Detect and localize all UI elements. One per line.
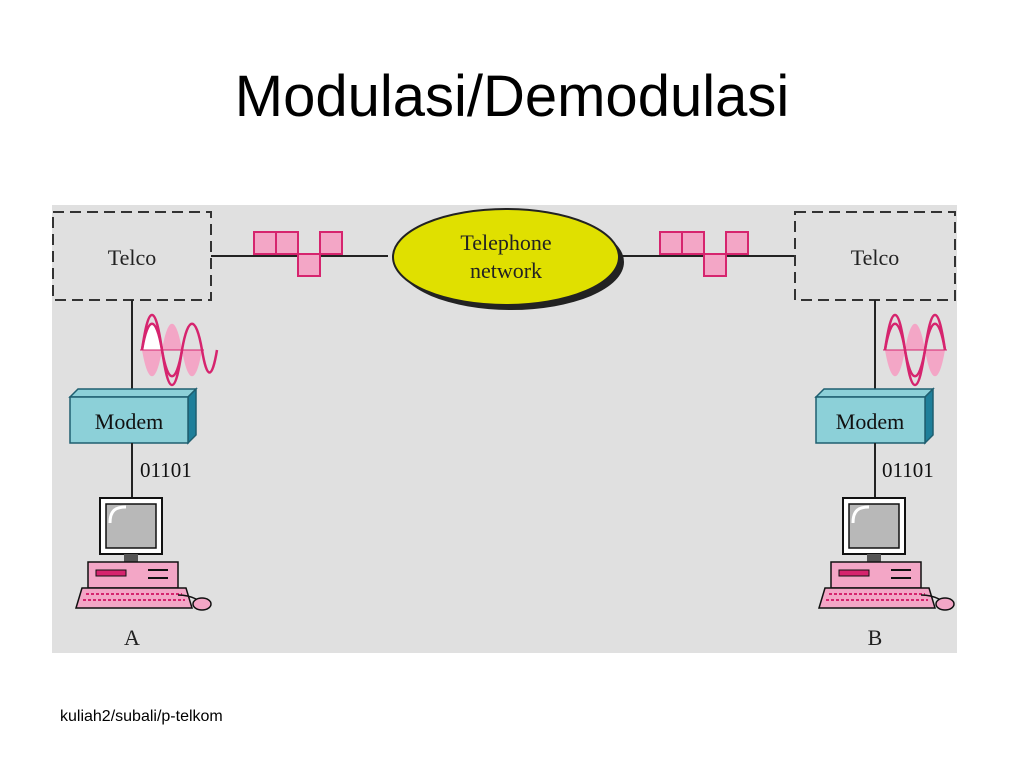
modem-label-right: Modem [836,409,904,434]
station-label-b: B [868,625,883,650]
telco-box-left [52,211,212,301]
bits-label-right: 01101 [882,458,934,482]
network-label-line2: network [470,258,542,283]
computer-right [817,497,955,611]
telephone-network: Telephone network [392,208,624,310]
modem-label-left: Modem [95,409,163,434]
modem-right: Modem [814,387,935,445]
telco-box-right [794,211,956,301]
telco-label-left: Telco [108,245,157,270]
analog-signal-right [883,313,947,387]
digital-signal-left [253,231,343,277]
network-label-line1: Telephone [460,230,551,255]
telco-label-right: Telco [851,245,900,270]
diagram-canvas: Telco Modem [52,205,957,653]
modem-left: Modem [68,387,198,445]
station-label-a: A [124,625,140,650]
analog-signal-left [140,313,219,387]
modem-diagram: Telco Modem [52,205,957,653]
digital-signal-right [659,231,749,277]
computer-left [74,497,212,611]
bits-label-left: 01101 [140,458,192,482]
slide-title: Modulasi/Demodulasi [234,64,790,129]
slide-footer: kuliah2/subali/p-telkom [60,708,223,725]
